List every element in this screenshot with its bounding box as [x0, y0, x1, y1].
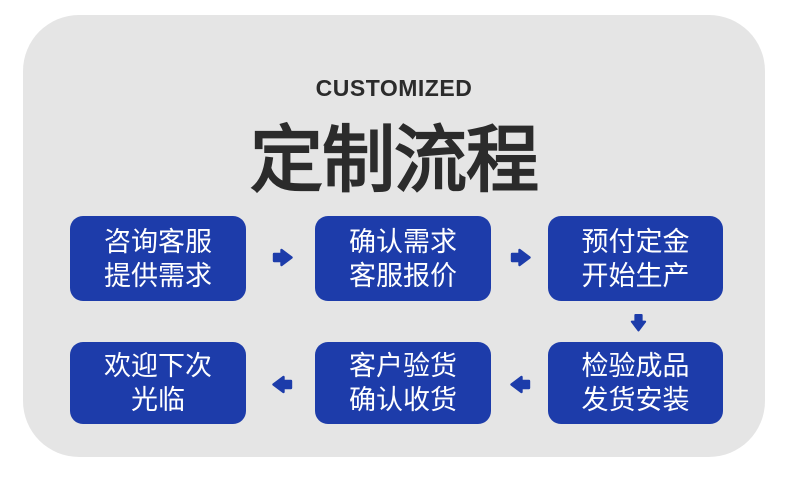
arrow-right-icon	[272, 248, 293, 267]
step-box-receive: 客户验货 确认收货	[315, 342, 491, 424]
arrow-left-icon	[272, 375, 293, 394]
step-line: 检验成品	[581, 351, 690, 381]
step-line: 客户验货	[349, 351, 457, 381]
step-line: 欢迎下次	[104, 351, 212, 381]
step-line: 咨询客服	[104, 226, 212, 257]
step-line: 光临	[131, 385, 185, 415]
page-title: 定制流程	[250, 120, 539, 201]
step-box-consult: 咨询客服 提供需求	[70, 216, 246, 301]
arrow-down-icon	[630, 313, 647, 332]
step-line: 提供需求	[104, 260, 212, 291]
step-line: 确认收货	[349, 385, 457, 415]
arrow-right-icon	[510, 248, 531, 267]
step-line: 确认需求	[349, 226, 457, 257]
step-box-deposit: 预付定金 开始生产	[548, 216, 723, 301]
step-box-welcome: 欢迎下次 光临	[70, 342, 246, 424]
step-box-confirm: 确认需求 客服报价	[315, 216, 491, 301]
arrow-left-icon	[510, 375, 531, 394]
step-line: 发货安装	[581, 385, 690, 415]
subtitle: CUSTOMIZED	[315, 75, 473, 101]
step-line: 开始生产	[581, 260, 690, 291]
step-line: 客服报价	[349, 260, 457, 291]
process-card: CUSTOMIZED 定制流程 咨询客服 提供需求 确认需求 客服报价 预付定金…	[23, 15, 765, 457]
step-box-inspect: 检验成品 发货安装	[548, 342, 723, 424]
step-line: 预付定金	[581, 226, 690, 257]
